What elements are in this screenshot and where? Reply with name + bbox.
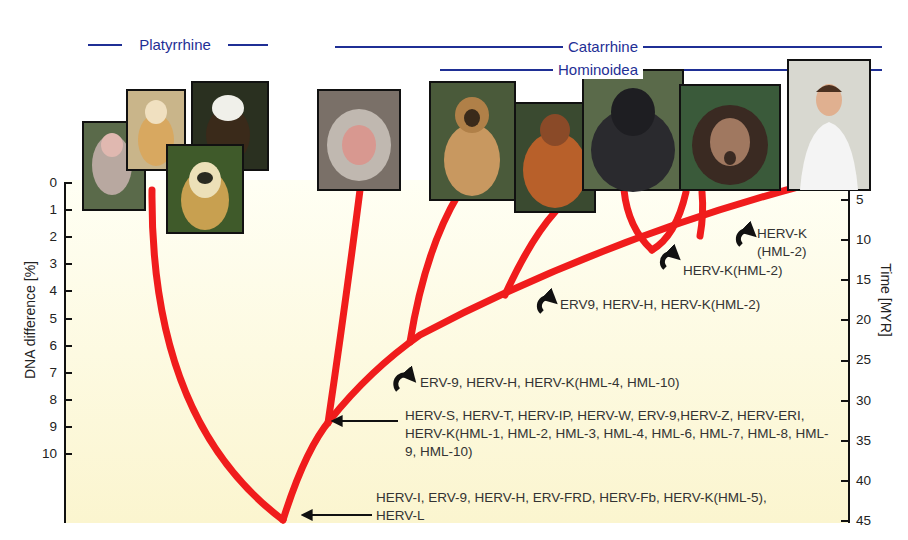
primate-photos <box>83 60 870 233</box>
axis-tick-label: 0 <box>49 174 57 192</box>
axis-tick-label: 2 <box>49 228 57 246</box>
herv-label: HERV-K (HML-2) <box>757 225 819 261</box>
axis-tick-label: 7 <box>49 364 57 382</box>
clade-name: Platyrrhine <box>134 36 216 54</box>
axis-tick-label: 5 <box>49 310 57 328</box>
gibbon-photo <box>430 82 515 200</box>
herv-label: HERV-K(HML-2) <box>683 262 823 280</box>
axis-tick-label: 1 <box>49 201 57 219</box>
axis-tick-label: 45 <box>856 512 871 530</box>
axis-tick-label: 25 <box>856 351 871 369</box>
herv-label: ERV-9, HERV-H, HERV-K(HML-4, HML-10) <box>420 374 750 392</box>
axis-tick-label: 40 <box>856 472 871 490</box>
axis-tick-label: 20 <box>856 311 871 329</box>
axis-tick-label: 6 <box>49 337 57 355</box>
herv-label: HERV-I, ERV-9, HERV-H, ERV-FRD, HERV-Fb,… <box>376 489 796 525</box>
axis-title: DNA difference [%] <box>21 261 39 379</box>
squirrel-monkey-photo <box>167 145 243 233</box>
axis-title: Time [MYR] <box>877 263 895 336</box>
axis-tick-label: 8 <box>49 391 57 409</box>
clade-name: Hominoidea <box>553 61 643 79</box>
bonobo-photo <box>680 85 780 190</box>
axis-tick-label: 30 <box>856 392 871 410</box>
axis-tick-label: 10 <box>856 231 871 249</box>
axis-tick-label: 5 <box>856 191 864 209</box>
phylogeny-branches <box>152 185 805 520</box>
clade-name: Catarrhine <box>563 38 643 56</box>
human-photo <box>788 60 870 190</box>
macaque-photo <box>318 90 400 190</box>
gorilla-photo <box>583 70 683 192</box>
axis-tick-label: 3 <box>49 255 57 273</box>
axis-tick-label: 35 <box>856 432 871 450</box>
axis-tick-label: 9 <box>49 418 57 436</box>
axis-tick-label: 15 <box>856 271 871 289</box>
axis-tick-label: 4 <box>49 282 57 300</box>
herv-label: HERV-S, HERV-T, HERV-IP, HERV-W, ERV-9,H… <box>405 407 835 461</box>
herv-label: ERV9, HERV-H, HERV-K(HML-2) <box>560 296 835 314</box>
axis-tick-label: 10 <box>42 445 57 463</box>
